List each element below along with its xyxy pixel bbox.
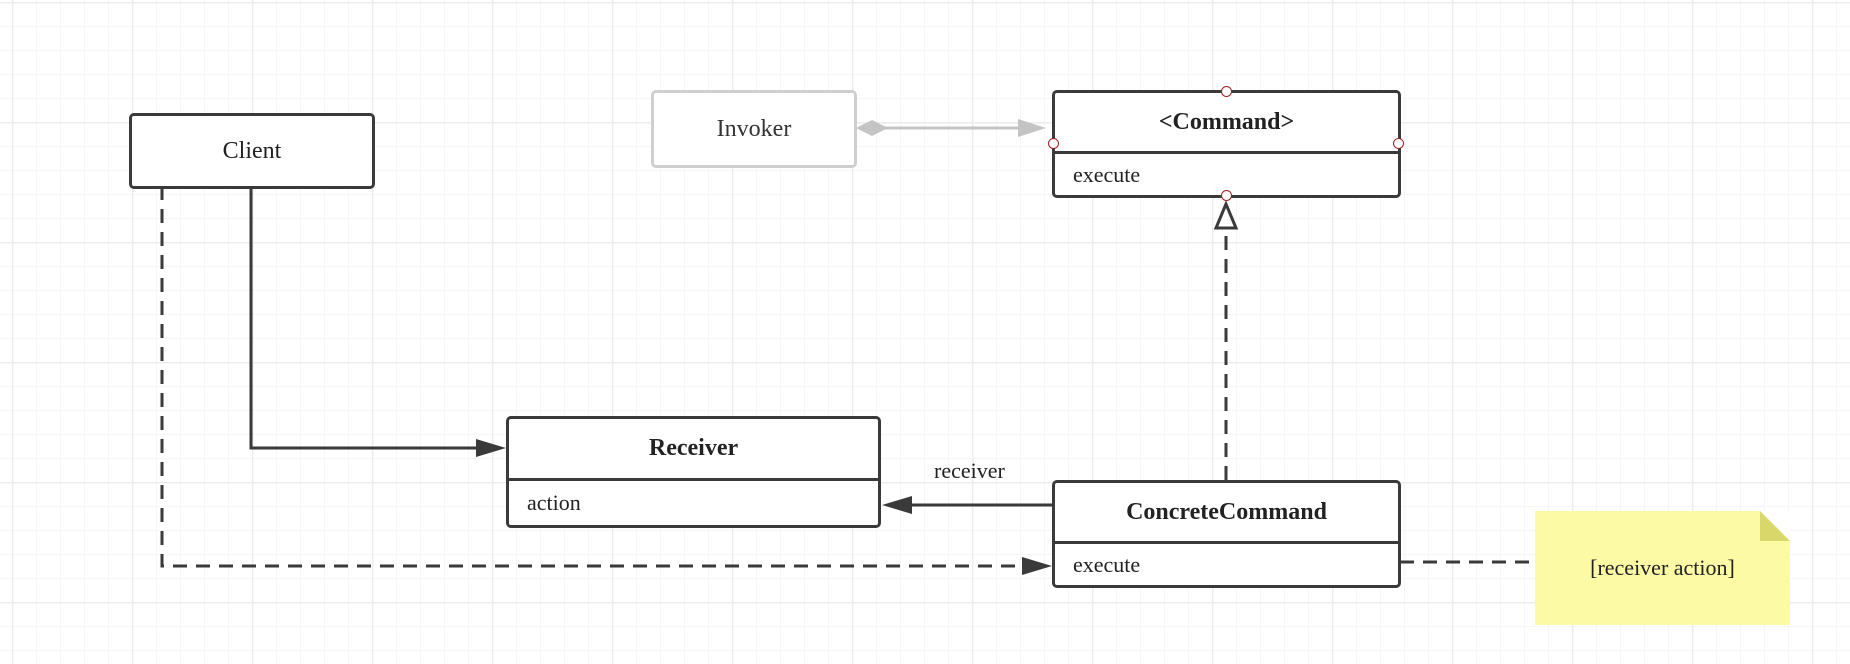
concrete-command-node[interactable]: ConcreteCommand execute [1052,480,1401,588]
command-interface-node[interactable]: <Command> execute [1052,90,1401,198]
edge-concrete-command-to-receiver[interactable] [882,496,1052,514]
receiver-edge-label: receiver [934,458,1005,483]
invoker-node[interactable]: Invoker [651,90,857,168]
command-title: <Command> [1055,93,1398,154]
edge-concrete-command-realizes-command[interactable] [1213,200,1239,480]
connection-port-bottom[interactable] [1221,190,1232,201]
edge-invoker-to-command[interactable] [856,119,1046,137]
receiver-action-note[interactable]: [receiver action] [1535,511,1790,625]
arrowhead [1018,119,1046,137]
receiver-operation: action [527,490,581,515]
client-label: Client [222,137,282,164]
client-node[interactable]: Client [129,113,375,189]
receiver-node[interactable]: Receiver action [506,416,881,528]
concrete-command-title: ConcreteCommand [1055,483,1398,544]
connection-port-right[interactable] [1393,138,1404,149]
invoker-label: Invoker [716,115,792,142]
connection-port-top[interactable] [1221,86,1232,97]
receiver-title: Receiver [509,419,878,481]
command-operation: execute [1073,161,1141,187]
concrete-command-operation: execute [1073,551,1141,577]
connection-port-left[interactable] [1048,138,1059,149]
realization-triangle [1213,200,1239,230]
aggregation-diamond [856,120,888,136]
arrowhead [1022,557,1052,575]
note-text: [receiver action] [1590,555,1735,580]
note-corner-fold [1760,511,1790,541]
arrowhead [476,439,506,457]
arrowhead [882,496,912,514]
edge-client-to-receiver[interactable] [249,186,506,457]
